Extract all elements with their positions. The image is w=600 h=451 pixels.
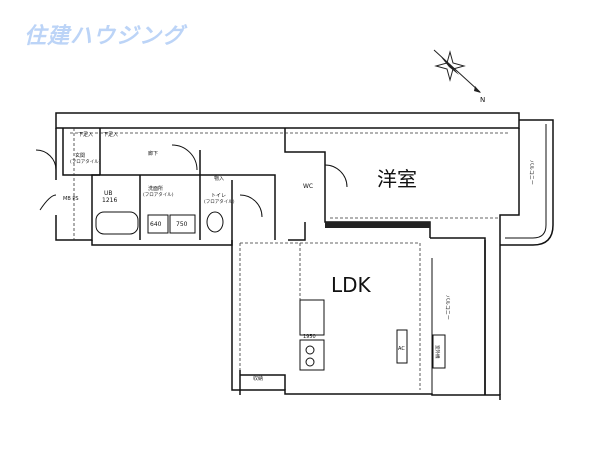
washroom-floor-label: (フロアタイル) xyxy=(143,191,174,198)
outdoor-unit-label: 室外機 xyxy=(434,345,441,359)
shoe-storage-label-2: 下足入 xyxy=(103,132,118,138)
doors xyxy=(35,144,348,218)
room-label-entrance: 玄関 xyxy=(75,152,85,159)
kitchen-1950-label: 1950 xyxy=(303,334,316,340)
washroom-label: 洗面所 xyxy=(148,185,163,192)
room-label-ldk: LDK xyxy=(331,273,372,297)
walls xyxy=(55,112,554,400)
shoe-storage-label-1: 下足入 xyxy=(78,132,93,138)
vanity-640-label: 640 xyxy=(150,221,162,228)
compass-north-label: N xyxy=(480,96,485,104)
storage-label-2: 収納 xyxy=(253,375,263,382)
room-label-hallway: 廊下 xyxy=(148,150,158,157)
unit-bath-label: UB xyxy=(104,190,113,197)
mb-ps-label: MB PS xyxy=(63,196,79,202)
entrance-floor-label: (フロアタイル) xyxy=(70,158,101,165)
fixtures xyxy=(95,211,446,371)
unit-bath-size-label: 1216 xyxy=(102,197,117,204)
storage-label-1: 物入 xyxy=(214,175,224,182)
wall-fill xyxy=(325,222,430,228)
toilet-floor-label: (フロアタイル) xyxy=(204,198,235,205)
company-logo: 住建ハウジング xyxy=(24,24,186,49)
toilet-label: トイレ xyxy=(211,193,226,199)
ceiling-lines xyxy=(70,128,510,390)
balcony-label-2: バルコニー xyxy=(444,295,450,320)
washer-750-label: 750 xyxy=(176,221,188,228)
room-label-wic: WC xyxy=(303,183,313,190)
balcony-label-1: バルコニー xyxy=(528,160,534,185)
compass-icon: N xyxy=(433,49,485,104)
ac-label: AC xyxy=(398,346,405,352)
room-label-western: 洋室 xyxy=(377,167,417,191)
